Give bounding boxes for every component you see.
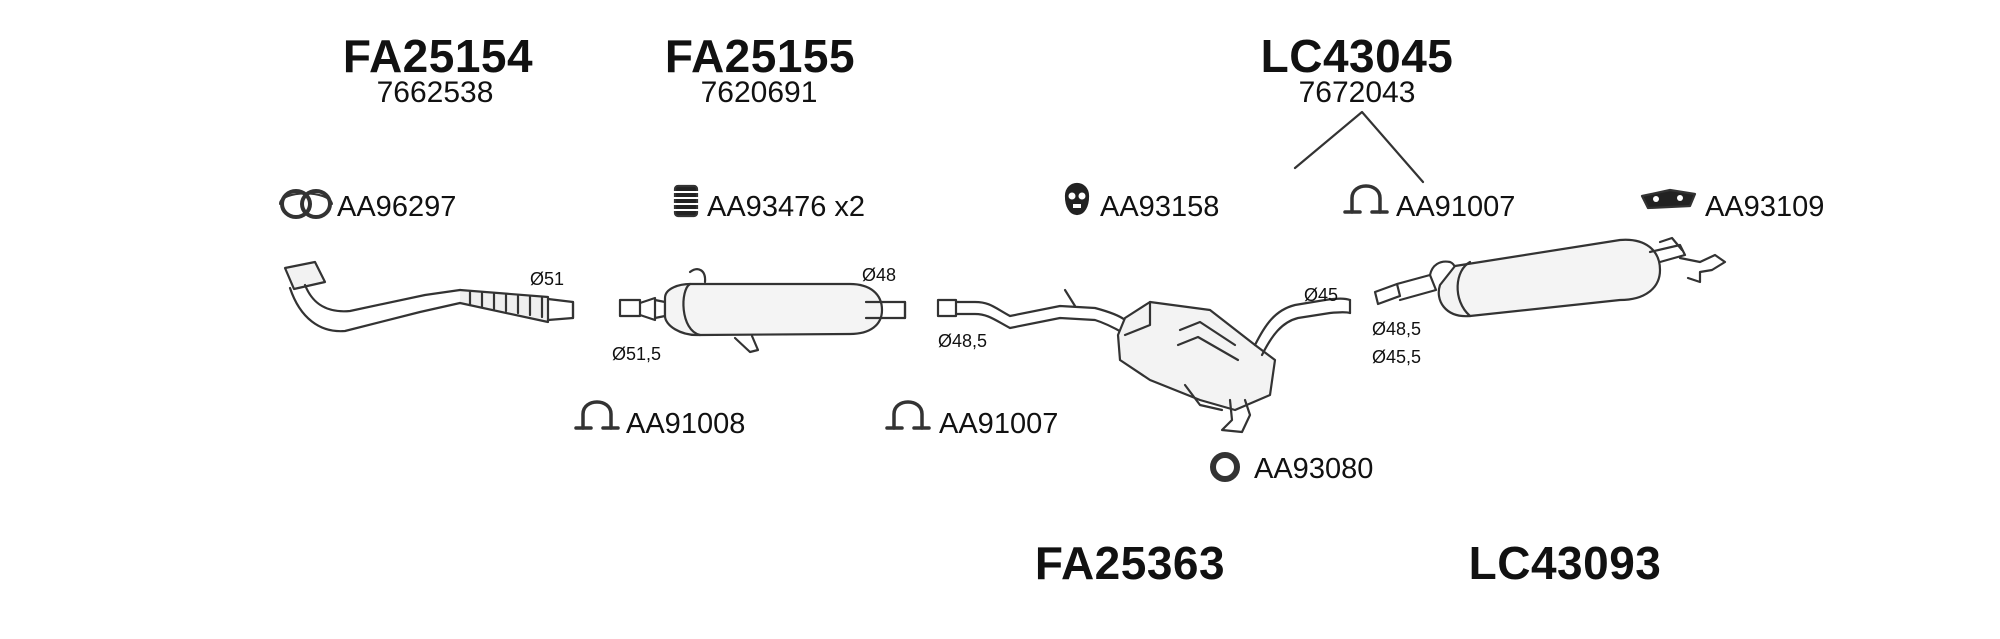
rear-muffler-lc43093	[1373, 236, 1727, 318]
dimension-45: Ø45	[1304, 285, 1339, 305]
label-aa93080: AA93080	[1254, 453, 1374, 485]
icon-aa91007-clamp-top	[1343, 184, 1389, 214]
dimension-48-5-rear: Ø48,5	[1372, 319, 1422, 339]
icon-aa91007-clamp-bottom	[885, 400, 931, 430]
oe-number-lc43045: 7672043	[1298, 76, 1416, 109]
front-pipe-fa25154	[283, 260, 575, 333]
label-aa96297: AA96297	[337, 191, 457, 223]
icon-aa93080-ring	[1210, 452, 1240, 482]
oe-number-fa25155: 7620691	[700, 76, 818, 109]
icon-aa93158-hanger	[1064, 182, 1090, 216]
label-aa93476: AA93476 x2	[707, 191, 866, 223]
dimension-48-5-mid: Ø48,5	[938, 331, 988, 351]
label-aa93109: AA93109	[1705, 191, 1825, 223]
icon-aa96297-gasket	[279, 189, 333, 219]
part-number-fa25363: FA25363	[1034, 537, 1226, 589]
leader-lines	[1293, 110, 1425, 184]
part-number-lc43093: LC43093	[1468, 537, 1662, 589]
part-number-lc43045: LC43045	[1260, 30, 1454, 82]
dimension-45-5: Ø45,5	[1372, 347, 1422, 367]
icon-aa91008-clamp	[574, 400, 620, 430]
icon-aa93109-mount	[1640, 188, 1697, 210]
label-aa91007-bottom: AA91007	[939, 408, 1059, 440]
dimension-51-5: Ø51,5	[612, 344, 662, 364]
label-aa93158: AA93158	[1100, 191, 1220, 223]
icon-aa93476-spring	[671, 184, 701, 218]
label-aa91007-top: AA91007	[1396, 191, 1516, 223]
part-number-fa25154: FA25154	[342, 30, 534, 82]
dimension-51: Ø51	[530, 269, 565, 289]
center-muffler-fa25155	[618, 268, 907, 354]
part-number-fa25155: FA25155	[664, 30, 856, 82]
label-aa91008: AA91008	[626, 408, 746, 440]
rear-section-fa25363	[936, 288, 1352, 434]
dimension-48: Ø48	[862, 265, 897, 285]
oe-number-fa25154: 7662538	[376, 76, 494, 109]
